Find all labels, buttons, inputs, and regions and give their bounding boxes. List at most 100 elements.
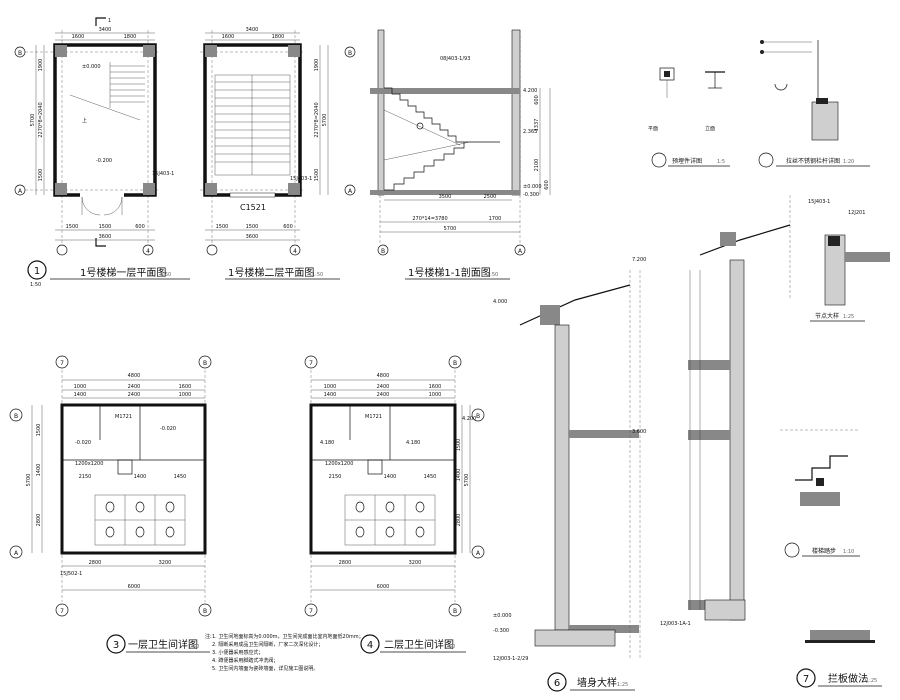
section-dim-mid-1: 3500 [439,194,452,200]
toilet2-dim-bottom-1: 2800 [339,560,352,566]
title-stair-plan-2: 1号楼梯二层平面图 1:50 [225,266,340,280]
toilet2-dim-row-3: 1450 [424,474,437,480]
toilet1-dim-top2-3: 1000 [179,392,192,398]
title-4-text: 预埋件详图 [672,157,702,165]
toilet2-dim-right-3: 2800 [456,514,462,527]
note-5: 5. 卫生间内墙面为瓷砖墙面，详见施工图说明。 [212,665,318,672]
stair-plan-2: C1521 15J403-1 3400 1600 1800 1500 1500 … [200,27,356,256]
toilet1-dim-row-2: 1400 [134,474,147,480]
title-2-scale: 1:50 [312,272,323,278]
title-7-text: 一层卫生间详图 [128,638,198,651]
toilet2-dim-top2-1: 1400 [324,392,337,398]
title-9-text: 墙身大样 [577,676,617,689]
section-dim-bottom-2: 1700 [489,216,502,222]
axis-B-label: B [18,50,22,57]
toilet1-dim-left-total: 5700 [26,474,32,487]
toilet2-dim-row-2: 1400 [384,474,397,480]
node-detail: 15J403-1 12J201 节点大样 1:25 [789,195,890,322]
note-ref-2: 15J403-1 [290,176,312,182]
section-elev-top: 4.200 [523,88,537,94]
toilet2-elev-side: 4.200 [462,416,476,422]
title-8-scale: 1:50 [444,644,455,650]
axis-A-label-5: A [476,550,481,557]
axis-B-label-7: B [453,360,457,367]
title-4-scale: 1:5 [717,159,725,165]
axis-B-label-3: B [381,248,385,255]
dim-left-total: 5700 [30,114,36,127]
section-dim-right-4: 600 [544,180,550,190]
exterior-wall-right [729,259,745,621]
title-11-text: 拦板做法 [828,672,868,685]
title-5-scale: 1:20 [843,159,854,165]
dim-bottom-3: 600 [135,224,145,230]
cut-mark-bottom [95,238,106,247]
toilet1-dim-left-2: 1400 [36,464,42,477]
title-8-number: 4 [367,640,373,651]
section-dim-right-3: 2100 [534,159,540,172]
elev-up: ±0.000 [82,64,101,70]
dim-top-total-2: 3400 [246,27,259,33]
dim-bottom-total: 3600 [99,234,112,240]
toilet1-dim-top-3: 1600 [179,384,192,390]
stair-treads [69,62,145,121]
toilet2-dim-row-1: 2150 [329,474,342,480]
cut-mark-top [95,17,106,26]
toilet1-dim-row-1: 2150 [79,474,92,480]
toilet2-dim-right-1: 1500 [456,439,462,452]
toilet2-door: M1721 [365,414,382,420]
dim-bottom-1: 1500 [66,224,79,230]
toilet1-dim-top-2: 2400 [128,384,141,390]
section-dim-right-1: 600 [534,95,540,105]
notes-header: 注: [205,633,212,640]
dim-bottom-3-2: 600 [283,224,293,230]
toilet1-dim-bottom-total: 6000 [128,584,141,590]
title-10-text: 楼梯踏步 [812,547,836,555]
axis-4-label: 4 [146,248,150,255]
title-11-scale: 1:25 [866,678,877,684]
elev-low: -0.200 [96,158,112,164]
dim-left-2: 2270*8=2040 [38,102,44,137]
dim-left-3: 1500 [38,169,44,182]
general-notes: 注: 1. 卫生间地面标高为0.000m，卫生间完成面比室内地面低20mm； 2… [205,633,364,672]
toilet2-dim-top-2: 2400 [377,384,390,390]
toilet2-elev: 4.180 [320,440,334,446]
stair-section: 08J403-1/93 4.200 2.363 ±0.000 -0.300 35… [370,29,551,256]
section-dim-mid-2: 2500 [484,194,497,200]
dim-top-2-2: 1800 [272,34,285,40]
node-ref: 15J403-1 [808,199,830,205]
title-8-text: 二层卫生间详图 [384,638,454,651]
toilet2-dim-bottom-2: 3200 [409,560,422,566]
window-tag: C1521 [240,203,266,212]
embed-label-elev: 立面 [705,125,715,132]
dim-left-1: 1900 [38,59,44,72]
axis-A-label-4: A [14,550,19,557]
wall-elev-0: ±0.000 [493,613,512,619]
title-stair-plan-1: 1 1:50 1号楼梯一层平面图 1:50 [27,260,190,288]
dim-top-1-2: 1600 [222,34,235,40]
embed-label-plan: 平面 [648,126,658,132]
wall-elev-top: 7.200 [632,257,646,263]
title-2-text: 1号楼梯二层平面图 [228,266,314,279]
stair-flight-lower [384,142,465,191]
title-10-scale: 1:10 [843,549,854,555]
title-1-scale-left: 1:50 [30,282,41,288]
title-3-scale: 1:50 [487,272,498,278]
section-dim-bottom-1: 270*14=3780 [412,216,447,222]
dim-right-1-2: 1900 [314,59,320,72]
toilet2-fixtures [355,501,425,538]
section-elev-low: -0.300 [523,192,539,198]
toilet2-dim-bottom-total: 6000 [377,584,390,590]
toilet1-note: 15J502-1 [60,571,82,577]
title-5-text: 拉丝不锈钢栏杆详图 [786,157,840,165]
wall-elev-mid: 3.600 [632,429,646,435]
roof-slope-left [519,284,631,326]
axis-bubble-4 [142,244,154,256]
toilet2-elev-b: 4.180 [406,440,420,446]
axis-B-label-5: B [14,413,18,420]
title-1-scale: 1:50 [160,272,171,278]
toilet2-dim-right-total: 5700 [464,474,470,487]
toilet1-dim-top2-1: 1400 [74,392,87,398]
title-1-text: 1号楼梯一层平面图 [80,266,166,279]
title-6-text: 节点大样 [815,312,839,320]
